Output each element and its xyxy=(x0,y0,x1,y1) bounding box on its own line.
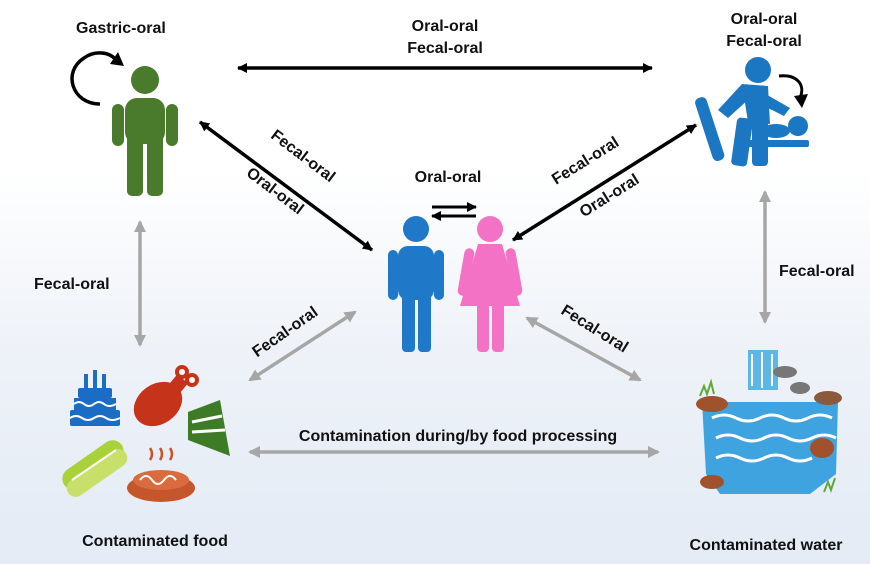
drumstick-icon xyxy=(133,365,199,427)
female-icon xyxy=(457,216,523,352)
couple-water-label: Fecal-oral xyxy=(558,302,631,356)
person-couple-label-2: Oral-oral xyxy=(243,165,306,219)
water-label: Contaminated water xyxy=(690,537,843,554)
arrow-caregiver-couple xyxy=(512,123,697,242)
caregiver-label-1: Oral-oral xyxy=(731,11,798,28)
caregiver-icon xyxy=(695,57,809,167)
cake-slice-icon xyxy=(188,400,230,456)
person-food-label: Fecal-oral xyxy=(34,276,110,293)
food-water-label: Contamination during/by food processing xyxy=(299,428,617,445)
hotdog-icon xyxy=(62,440,128,497)
couple-food-label: Fecal-oral xyxy=(250,304,322,361)
caregiver-label-2: Fecal-oral xyxy=(726,33,802,50)
top-edge-label-2: Fecal-oral xyxy=(407,40,483,57)
top-edge-label-1: Oral-oral xyxy=(412,18,479,35)
caregiver-loop-arrow-icon xyxy=(778,74,808,108)
noodles-icon xyxy=(127,447,195,502)
caregiver-water-label: Fecal-oral xyxy=(779,263,855,280)
arrow-couple-water xyxy=(525,316,642,382)
couple-label: Oral-oral xyxy=(415,169,482,186)
water-icon xyxy=(696,350,842,494)
person-couple-label-1: Fecal-oral xyxy=(267,127,338,186)
self-loop-arrow-icon xyxy=(70,51,124,106)
food-label: Contaminated food xyxy=(82,533,228,550)
person-self-label: Gastric-oral xyxy=(76,20,166,37)
person-icon xyxy=(112,66,178,196)
cake-icon xyxy=(69,370,121,426)
male-icon xyxy=(388,216,444,352)
arrow-person-couple xyxy=(198,120,374,252)
arrow-couple-food xyxy=(248,310,357,382)
